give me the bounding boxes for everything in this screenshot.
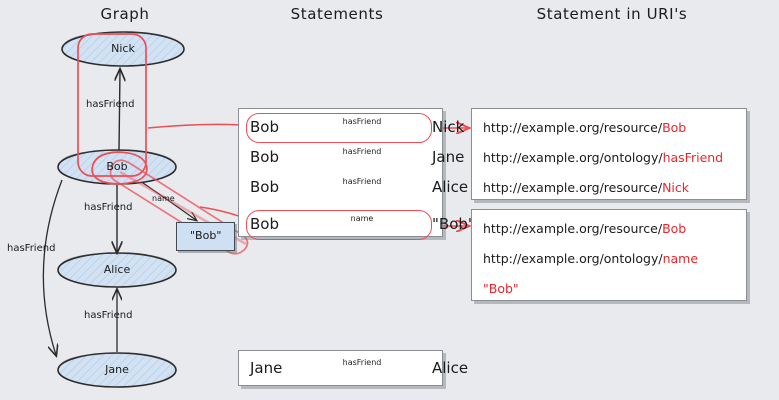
- uri-line-object: http://example.org/resource/Nick: [483, 180, 689, 195]
- edge-bob-hasfriend-jane: [42, 179, 63, 355]
- statement-subject: Bob: [250, 215, 279, 233]
- uri-line-subject: http://example.org/resource/Bob: [483, 221, 686, 236]
- statement-subject: Jane: [250, 359, 283, 377]
- graph-node-nick[interactable]: [61, 31, 185, 67]
- statements-extra-panel: [238, 350, 443, 386]
- graph-literal-bob-box[interactable]: [176, 222, 235, 251]
- statements-panel: [238, 108, 443, 237]
- statement-row-2[interactable]: Bob hasFriend Jane: [250, 144, 464, 170]
- graph-highlight-name: [109, 159, 249, 255]
- statement-row-4[interactable]: Bob name "Bob": [250, 211, 475, 237]
- statement-object: Nick: [432, 118, 465, 136]
- uri-line-predicate: http://example.org/ontology/hasFriend: [483, 150, 723, 165]
- uri-prefix: http://example.org/ontology/: [483, 150, 663, 165]
- edge-label-bob-name-literal: name: [152, 194, 175, 203]
- edge-label-bob-hasfriend-nick: hasFriend: [86, 99, 135, 110]
- column-title-graph: Graph: [100, 5, 150, 23]
- statement-predicate-arrow: hasFriend: [302, 177, 422, 196]
- connector-graph-to-stmt1: [147, 124, 252, 128]
- statement-predicate-label: hasFriend: [340, 358, 384, 367]
- uri-suffix: Bob: [662, 221, 687, 236]
- uri-line-predicate: http://example.org/ontology/name: [483, 251, 698, 266]
- statement-row-extra[interactable]: Jane hasFriend Alice: [250, 355, 468, 381]
- statement-object: "Bob": [432, 215, 475, 233]
- uri-literal-value: "Bob": [483, 281, 519, 296]
- statement-predicate-arrow: hasFriend: [302, 117, 422, 136]
- statement-predicate-arrow: name: [302, 214, 422, 233]
- graph-node-bob[interactable]: [57, 149, 177, 185]
- graph-node-alice[interactable]: [57, 252, 177, 288]
- uri-suffix: Nick: [662, 180, 689, 195]
- uri-prefix: http://example.org/resource/: [483, 180, 663, 195]
- statement-row-1[interactable]: Bob hasFriend Nick: [250, 114, 464, 140]
- edge-bob-hasfriend-nick: [119, 70, 120, 151]
- statement-object: Jane: [432, 148, 465, 166]
- statement-predicate-arrow: hasFriend: [302, 147, 422, 166]
- edge-label-bob-hasfriend-jane: hasFriend: [7, 243, 56, 254]
- uri-suffix: name: [662, 251, 699, 266]
- statement-subject: Bob: [250, 118, 279, 136]
- edge-bob-name-literal: [142, 182, 196, 220]
- column-title-statements: Statements: [290, 5, 384, 23]
- statement-subject: Bob: [250, 148, 279, 166]
- column-title-uris: Statement in URI's: [536, 5, 688, 23]
- graph-literal-bob-label: "Bob": [190, 229, 222, 242]
- statement-predicate-arrow: hasFriend: [302, 358, 422, 377]
- statement-row-3[interactable]: Bob hasFriend Alice: [250, 174, 468, 200]
- statement-predicate-label: name: [348, 214, 376, 223]
- uri-box-hasfriend: [471, 108, 747, 200]
- statement-predicate-label: hasFriend: [340, 177, 384, 186]
- statement-object: Alice: [432, 359, 469, 377]
- uri-suffix: Bob: [662, 120, 687, 135]
- graph-node-jane[interactable]: [57, 352, 177, 388]
- uri-line-literal: "Bob": [483, 281, 519, 296]
- statement-subject: Bob: [250, 178, 279, 196]
- edge-label-jane-hasfriend-alice: hasFriend: [84, 310, 133, 321]
- statement-object: Alice: [432, 178, 469, 196]
- uri-prefix: http://example.org/ontology/: [483, 251, 663, 266]
- graph-highlight-bob-node: [91, 151, 148, 185]
- statement-predicate-label: hasFriend: [340, 147, 384, 156]
- uri-box-name: [471, 209, 747, 301]
- uri-prefix: http://example.org/resource/: [483, 120, 663, 135]
- uri-prefix: http://example.org/resource/: [483, 221, 663, 236]
- statement-predicate-label: hasFriend: [340, 117, 384, 126]
- uri-line-subject: http://example.org/resource/Bob: [483, 120, 686, 135]
- uri-suffix: hasFriend: [662, 150, 724, 165]
- edge-label-bob-hasfriend-alice: hasFriend: [84, 202, 133, 213]
